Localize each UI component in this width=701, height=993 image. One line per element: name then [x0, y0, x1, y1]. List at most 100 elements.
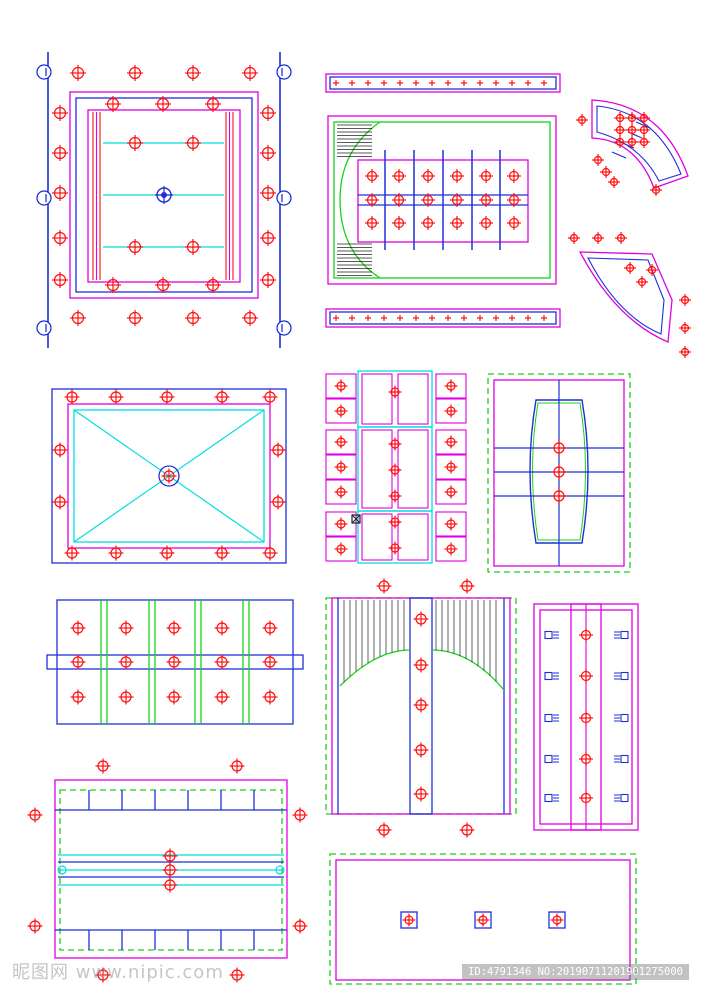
strip-light — [493, 80, 499, 86]
downlight-icon — [214, 389, 230, 405]
downlight-icon — [70, 310, 86, 326]
downlight-icon — [421, 193, 435, 207]
wall-uplight-icon — [36, 64, 52, 80]
chandelier-icon — [155, 186, 173, 204]
strip-light — [525, 315, 531, 321]
downlight-icon — [242, 65, 258, 81]
strip-light — [509, 315, 515, 321]
downlight-icon — [52, 230, 68, 246]
downlight-icon — [70, 620, 86, 636]
downlight-icon — [334, 517, 348, 531]
plan-8-arched-ceiling — [325, 578, 517, 838]
downlight-icon — [27, 918, 43, 934]
plan-9-corridor-ceiling — [533, 603, 639, 831]
strip-light — [461, 80, 467, 86]
downlight-icon — [334, 404, 348, 418]
downlight-icon — [444, 517, 458, 531]
downlight-icon — [650, 184, 662, 196]
downlight-icon — [127, 135, 143, 151]
downlight-icon — [292, 918, 308, 934]
downlight-icon — [262, 389, 278, 405]
downlight-icon — [444, 460, 458, 474]
downlight-icon — [214, 545, 230, 561]
downlight-icon — [292, 807, 308, 823]
downlight-icon — [127, 239, 143, 255]
air-vent-icon — [544, 630, 559, 640]
downlight-icon — [507, 216, 521, 230]
downlight-icon — [52, 105, 68, 121]
downlight-icon — [392, 193, 406, 207]
downlight-icon — [118, 654, 134, 670]
downlight-icon — [450, 169, 464, 183]
plan-2-living-room-ceiling — [325, 73, 561, 328]
downlight-icon — [260, 185, 276, 201]
downlight-icon — [105, 277, 121, 293]
downlight-icon — [579, 669, 593, 683]
downlight-icon — [270, 442, 286, 458]
downlight-icon — [162, 862, 178, 878]
downlight-icon — [614, 124, 626, 136]
downlight-icon — [638, 112, 650, 124]
downlight-icon — [270, 494, 286, 510]
downlight-icon — [388, 489, 402, 503]
strip-light — [381, 315, 387, 321]
downlight-icon — [638, 136, 650, 148]
downlight-icon — [679, 322, 691, 334]
downlight-icon — [646, 264, 658, 276]
downlight-icon — [444, 542, 458, 556]
plan-7-coffered-ceiling — [46, 599, 304, 725]
downlight-icon — [95, 758, 111, 774]
strip-light — [349, 315, 355, 321]
downlight-icon — [614, 112, 626, 124]
downlight-icon — [64, 389, 80, 405]
plan-4-diagonal-ceiling — [51, 388, 287, 564]
downlight-icon — [402, 913, 416, 927]
strip-light — [381, 80, 387, 86]
strip-light — [333, 80, 339, 86]
downlight-icon — [262, 689, 278, 705]
strip-light — [413, 315, 419, 321]
downlight-icon — [159, 545, 175, 561]
downlight-icon — [388, 463, 402, 477]
downlight-icon — [365, 169, 379, 183]
strip-light — [541, 80, 547, 86]
downlight-icon — [185, 135, 201, 151]
downlight-icon — [550, 913, 564, 927]
strip-light — [461, 315, 467, 321]
downlight-icon — [334, 460, 348, 474]
downlight-icon — [600, 166, 612, 178]
downlight-icon — [105, 96, 121, 112]
downlight-icon — [413, 786, 429, 802]
downlight-icon — [365, 193, 379, 207]
downlight-icon — [95, 967, 111, 983]
downlight-icon — [476, 913, 490, 927]
strip-light — [477, 80, 483, 86]
downlight-icon — [507, 193, 521, 207]
downlight-icon — [626, 112, 638, 124]
downlight-icon — [444, 435, 458, 449]
downlight-icon — [507, 169, 521, 183]
downlight-icon — [459, 822, 475, 838]
downlight-icon — [551, 440, 567, 456]
downlight-icon — [615, 232, 627, 244]
plan-10-stepped-ceiling — [27, 758, 308, 983]
grille-light — [474, 911, 492, 929]
strip-light — [509, 80, 515, 86]
plan-5-panel-grid-ceiling — [325, 370, 467, 564]
downlight-icon — [70, 689, 86, 705]
downlight-icon — [334, 485, 348, 499]
strip-light — [349, 80, 355, 86]
downlight-icon — [214, 620, 230, 636]
strip-light — [445, 80, 451, 86]
downlight-icon — [229, 967, 245, 983]
downlight-icon — [413, 697, 429, 713]
wall-uplight-icon — [36, 190, 52, 206]
downlight-icon — [334, 379, 348, 393]
downlight-icon — [638, 124, 650, 136]
air-vent-icon — [544, 671, 559, 681]
downlight-icon — [614, 136, 626, 148]
downlight-icon — [161, 468, 177, 484]
grille-light — [548, 911, 566, 929]
